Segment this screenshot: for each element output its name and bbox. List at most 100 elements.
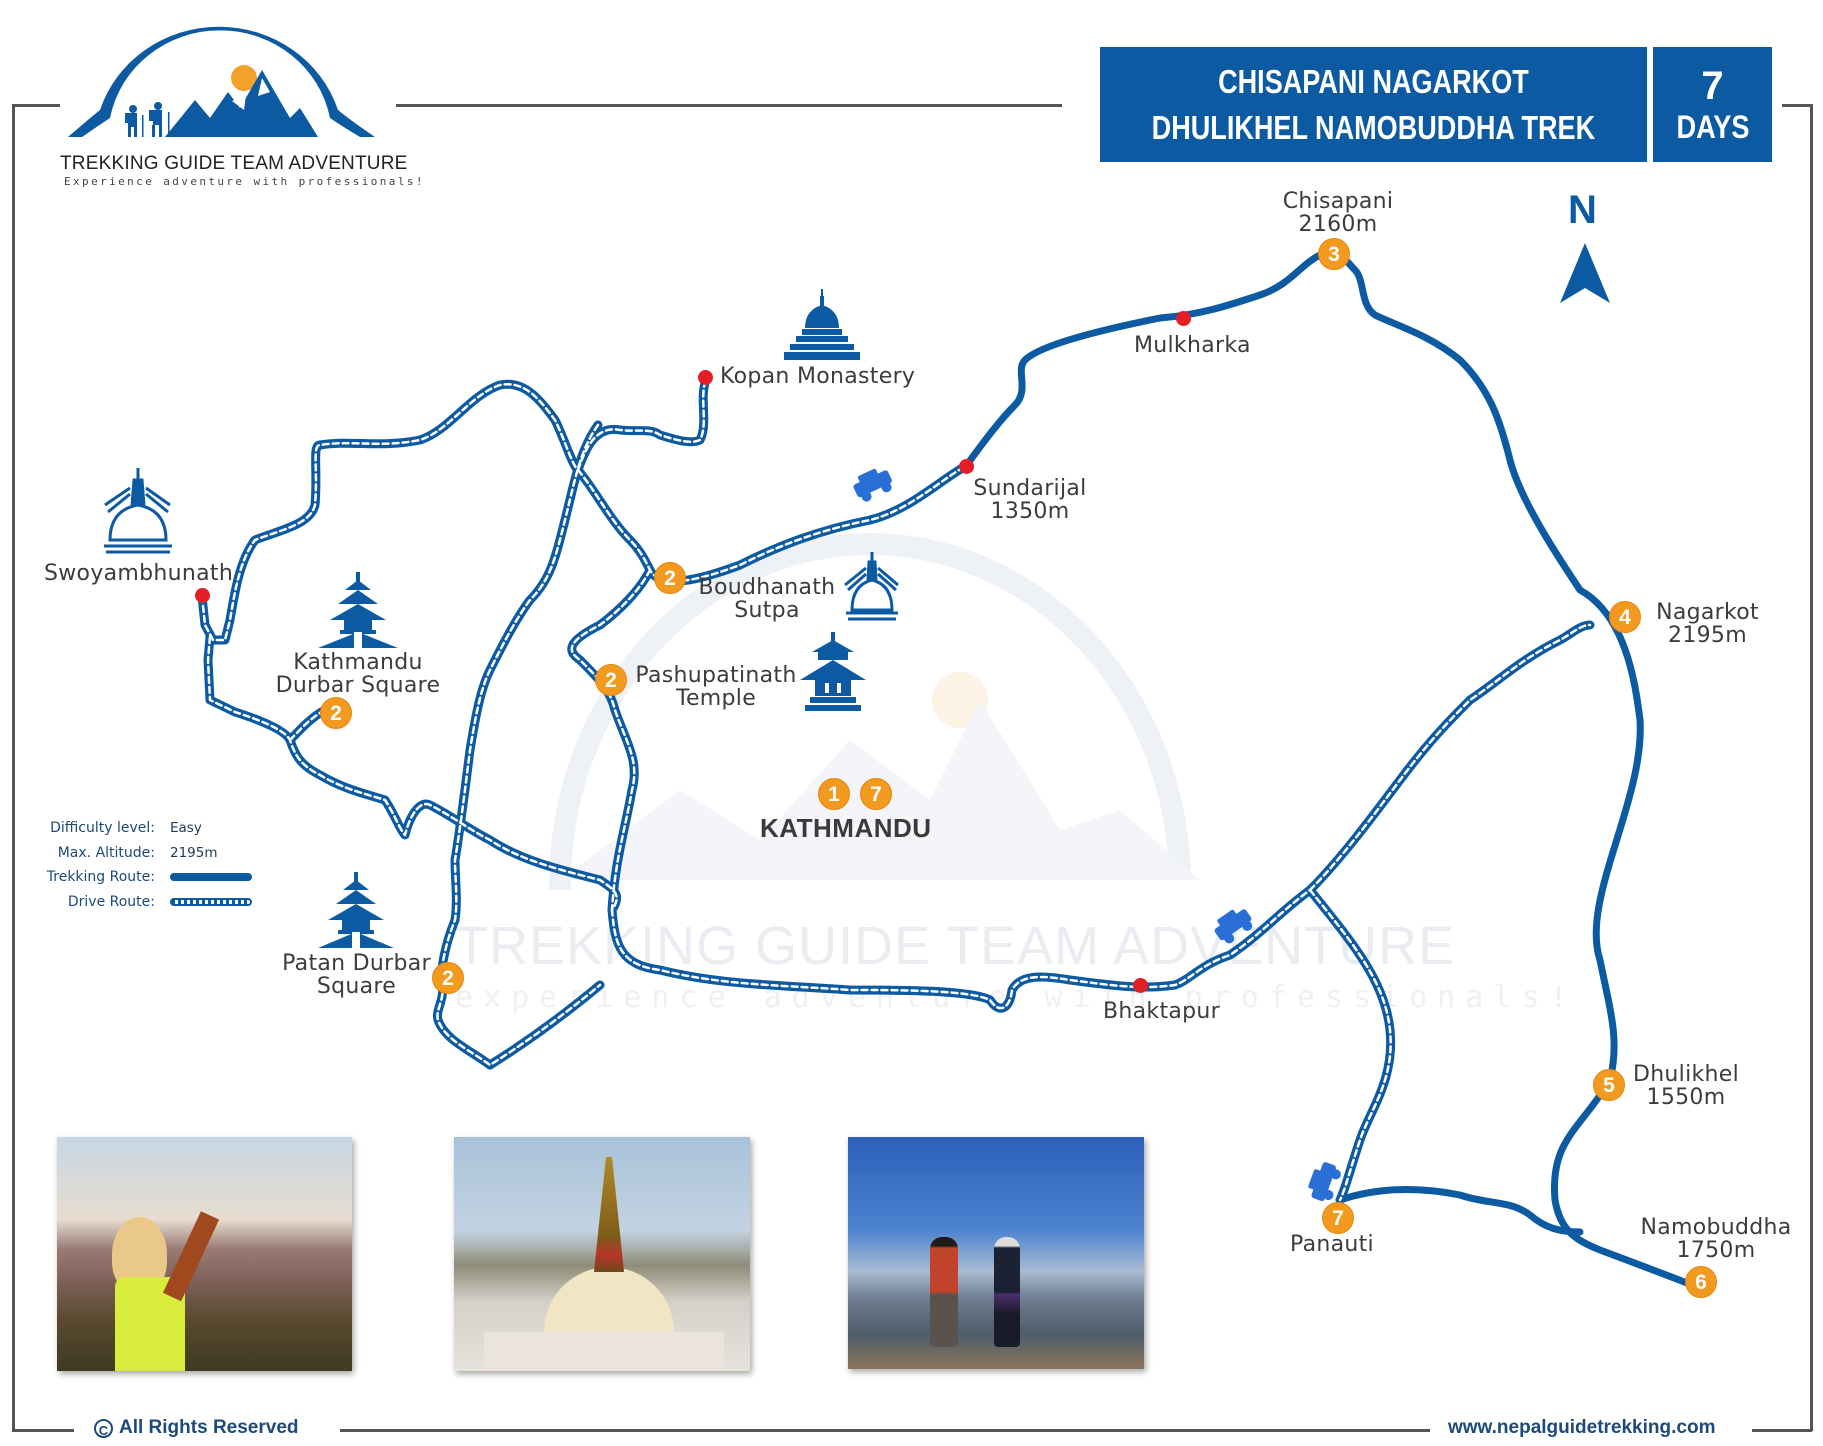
dhulikhel-name: Dhulikhel [1632,1062,1740,1087]
trek-title-line2: DHULIKHEL NAMOBUDDHA TREK [1151,108,1596,146]
legend-drive-label: Drive Route: [67,893,155,910]
legend-difficulty-value: Easy [170,820,202,837]
day-marker-chisapani: 3 [1318,238,1350,270]
label-pashupatinath: Pashupatinath Temple [630,664,802,710]
namobuddha-name: Namobuddha [1640,1215,1792,1240]
label-nagarkot: Nagarkot 2195m [1650,601,1765,647]
frame-bottom-left [12,1429,74,1432]
label-bhaktapur: Bhaktapur [1103,999,1221,1024]
sundarijal-altitude: 1350m [990,499,1070,524]
frame-left [12,104,15,1431]
trekking-route [962,249,1709,1294]
website-link[interactable]: www.nepalguidetrekking.com [1448,1417,1716,1438]
day-marker-kathmandu-durbar: 2 [320,697,352,729]
trekker-two [994,1237,1020,1347]
trek-title-line1: CHISAPANI NAGARKOT [1218,62,1529,100]
day-marker-nagarkot: 4 [1609,601,1641,633]
legend-difficulty: Difficulty level: Easy [30,816,252,841]
map-legend: Difficulty level: Easy Max. Altitude: 21… [30,816,252,914]
label-kathmandu: KATHMANDU [760,813,932,843]
pashupatinath-temple-icon [800,632,866,711]
raised-arm [162,1211,220,1302]
day-marker-dhulikhel: 5 [1593,1069,1625,1101]
pin-swoyambhunath [195,588,210,603]
days-number: 7 [1701,63,1724,108]
legend-altitude-label: Max. Altitude: [57,844,155,861]
chisapani-altitude: 2160m [1298,212,1378,237]
stupa-base [484,1332,724,1371]
kopan-monastery-icon [784,289,860,360]
label-sundarijal: Sundarijal 1350m [970,477,1090,523]
boudhanath-stupa-icon [844,552,899,621]
label-patan: Patan Durbar Square [274,952,439,998]
pin-mulkharka [1176,311,1191,326]
drive-route-swatch [170,897,252,906]
jeep-icon [853,468,1341,1201]
day-marker-boudhanath: 2 [654,562,686,594]
stupa-dome [544,1267,674,1337]
trek-duration-badge: 7 DAYS [1653,47,1772,162]
brand-name: TREKKING GUIDE TEAM ADVENTURE [60,153,408,174]
label-boudhanath: Boudhanath Sutpa [692,576,842,622]
trekking-route-swatch [170,873,252,882]
days-label: DAYS [1675,108,1750,145]
pashupatinath-line2: Temple [675,686,757,711]
legend-trekking-label: Trekking Route: [46,869,155,886]
pin-bhaktapur [1133,978,1148,993]
photo-boudhanath-stupa [454,1137,750,1371]
pin-sundarijal [959,459,974,474]
trekker-one [930,1237,958,1347]
kathmandu-durbar-line2: Durbar Square [275,673,441,698]
frame-right [1810,104,1813,1431]
photo-trekker-sunrise [57,1137,352,1371]
patan-durbar-temple-icon [318,872,394,948]
day-marker-pashupatinath: 2 [595,664,627,696]
pashupatinath-line1: Pashupatinath [635,663,797,688]
swoyambhunath-stupa-icon [104,468,172,554]
trek-title-banner: CHISAPANI NAGARKOT DHULIKHEL NAMOBUDDHA … [1100,47,1647,162]
day-marker-kathmandu-start: 1 [818,778,850,810]
kathmandu-durbar-line1: Kathmandu [293,650,423,675]
drive-route [197,378,1595,1205]
label-chisapani: Chisapani 2160m [1278,190,1398,236]
patan-line1: Patan Durbar [282,951,431,976]
dhulikhel-altitude: 1550m [1646,1085,1726,1110]
compass-label: N [1568,188,1597,232]
frame-bottom-right [1752,1429,1812,1432]
brand-tagline: Experience adventure with professionals! [64,175,425,188]
nagarkot-name: Nagarkot [1656,600,1759,625]
photo-trekkers-yoga [848,1137,1144,1369]
day-marker-panauti: 7 [1322,1202,1354,1234]
label-swoyambhunath: Swoyambhunath [44,561,234,586]
label-dhulikhel: Dhulikhel 1550m [1632,1063,1740,1109]
pin-kopan [698,370,713,385]
kathmandu-durbar-temple-icon [318,572,398,648]
label-mulkharka: Mulkharka [1134,333,1251,358]
legend-difficulty-label: Difficulty level: [50,820,155,837]
legend-altitude: Max. Altitude: 2195m [30,841,252,866]
stupa-spire [594,1157,624,1272]
label-kopan: Kopan Monastery [720,364,916,389]
patan-line2: Square [316,974,397,999]
sundarijal-name: Sundarijal [973,476,1087,501]
legend-trekking: Trekking Route: [30,865,252,890]
boudhanath-line1: Boudhanath [698,575,836,600]
day-marker-kathmandu-end: 7 [860,778,892,810]
copyright-notice: C All Rights Reserved [94,1417,299,1439]
chisapani-name: Chisapani [1282,189,1394,214]
legend-altitude-value: 2195m [170,844,218,861]
frame-bottom-middle [340,1429,1430,1432]
copyright-text: All Rights Reserved [119,1417,299,1438]
label-panauti: Panauti [1290,1232,1374,1257]
boudhanath-line2: Sutpa [734,598,800,623]
legend-drive: Drive Route: [30,890,252,915]
nagarkot-altitude: 2195m [1668,623,1747,648]
label-namobuddha: Namobuddha 1750m [1636,1216,1796,1262]
frame-top-middle [396,104,1062,107]
day-marker-namobuddha: 6 [1685,1266,1717,1298]
day-marker-patan: 2 [432,962,464,994]
frame-top-left [12,104,60,107]
namobuddha-altitude: 1750m [1676,1238,1756,1263]
